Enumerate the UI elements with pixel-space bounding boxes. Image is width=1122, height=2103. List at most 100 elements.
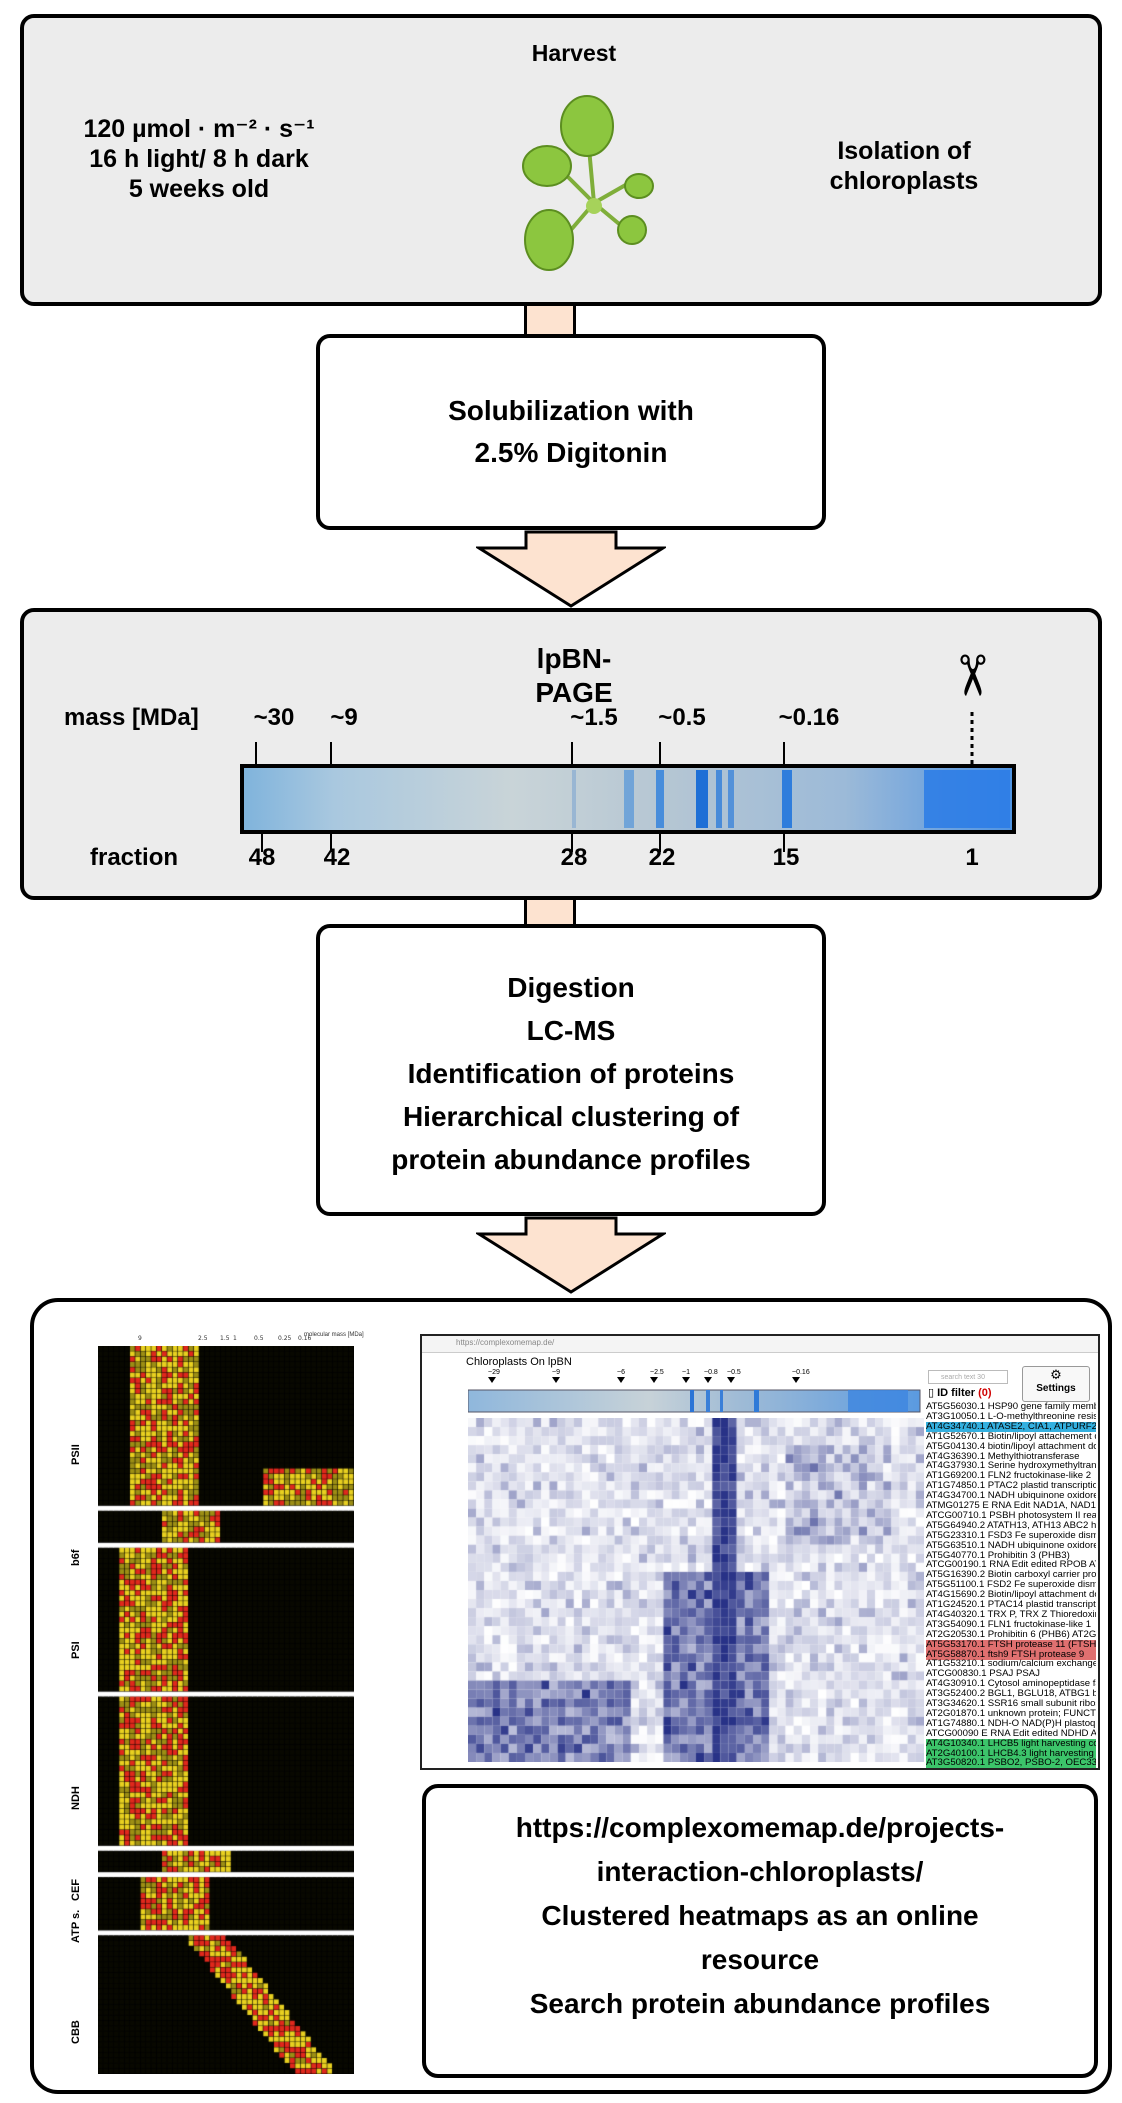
gel-title: lpBN-PAGE <box>535 643 613 708</box>
mass-marker-label: ~29 <box>488 1369 500 1376</box>
protein-list-item[interactable]: AT5G56030.1 HSP90 gene family member <box>926 1402 1096 1412</box>
solubilization-line-1: Solubilization with <box>448 395 694 426</box>
mass-marker-icon <box>792 1377 800 1383</box>
protein-list-item[interactable]: AT4G36390.1 Methylthiotransferase <box>926 1451 1080 1462</box>
protein-list-item[interactable]: AT5G23310.1 FSD3 Fe superoxide dismut <box>926 1530 1096 1541</box>
app-title: Chloroplasts On lpBN <box>466 1356 572 1368</box>
protein-list-item[interactable]: ATCG00710.1 PSBH photosystem II reacti <box>926 1510 1096 1521</box>
mass-marker-label: ~0.5 <box>727 1369 741 1376</box>
resource-url-line-2[interactable]: interaction-chloroplasts/ <box>596 1856 924 1887</box>
protein-list-item[interactable]: AT1G53210.1 sodium/calcium exchanger f <box>926 1659 1096 1670</box>
fraction-axis-label: fraction <box>90 844 179 871</box>
svg-text:1: 1 <box>233 1335 237 1342</box>
mass-marker-label: ~9 <box>552 1369 560 1376</box>
protein-list-item[interactable]: AT3G10050.1 L-O-methylthreonine resista <box>926 1411 1096 1422</box>
mass-label-1-5: ~1.5 <box>570 704 618 731</box>
step-digestion: Digestion <box>507 972 635 1003</box>
complex-group-label: ATP s. <box>70 1909 82 1943</box>
protein-list-item[interactable]: AT5G40770.1 Prohibitin 3 (PHB3) <box>926 1550 1070 1561</box>
condition-light-intensity: 120 µmol · m⁻² · s⁻¹ <box>83 115 315 143</box>
protein-list-item[interactable]: AT4G34700.1 NADH ubiquinone oxidored <box>926 1491 1096 1502</box>
protein-list-item[interactable]: AT5G58870.1 ftsh9 FTSH protease 9 <box>926 1649 1096 1660</box>
mass-label-9: ~9 <box>330 704 358 731</box>
search-input[interactable]: search text 30 <box>928 1370 1008 1384</box>
connector-harvest-solubilization <box>524 306 576 336</box>
protein-list-item[interactable]: ATCG00190.1 RNA Edit edited RPOB ATC <box>926 1560 1096 1571</box>
step-identification: Identification of proteins <box>407 1058 735 1089</box>
complex-group-label: b6f <box>70 1549 82 1566</box>
isolation-label: Isolation of chloroplasts <box>794 136 1014 196</box>
resource-desc-line-3: Search protein abundance profiles <box>529 1988 991 2019</box>
connector-page-digestion <box>524 900 576 926</box>
id-filter-label: ID filter <box>937 1387 976 1399</box>
protein-list-item[interactable]: AT5G63510.1 NADH ubiquinone oxidored <box>926 1540 1096 1551</box>
protein-list-item[interactable]: AT1G74850.1 PTAC2 plastid transcription <box>926 1481 1096 1492</box>
protein-list-item[interactable]: AT4G15690.2 Biotin/lipoyl attachment dom <box>926 1590 1096 1601</box>
mass-marker-icon <box>682 1377 690 1383</box>
id-filter-button[interactable]: ▯ ID filter (0) <box>928 1386 1018 1400</box>
protein-list-item[interactable]: AT1G52670.1 Biotin/lipoyl attachement do… <box>926 1431 1096 1442</box>
complex-group-label: CBB <box>70 2019 82 2044</box>
mass-marker-label: ~0.16 <box>792 1369 810 1376</box>
svg-text:1.5: 1.5 <box>220 1335 230 1342</box>
complex-group-label: NDH <box>70 1786 82 1811</box>
protein-list-item[interactable]: AT5G53170.1 FTSH protease 11 (FTSH11 <box>926 1639 1096 1650</box>
settings-button[interactable]: ⚙ Settings <box>1022 1366 1090 1402</box>
mass-marker-label: ~6 <box>617 1369 625 1376</box>
protein-list-item[interactable]: AT3G34620.1 SSR16 small subunit riboso <box>926 1699 1096 1709</box>
growth-conditions: 120 µmol · m⁻² · s⁻¹ 16 h light/ 8 h dar… <box>54 114 344 204</box>
protein-list-item[interactable]: AT4G30910.1 Cytosol aminopeptidase fam <box>926 1679 1096 1690</box>
resource-url-line-1[interactable]: https://complexomemap.de/projects- <box>515 1812 1005 1843</box>
plant-illustration <box>522 95 654 271</box>
protein-list-item[interactable]: AT1G24520.1 PTAC14 plastid transcription <box>926 1600 1096 1610</box>
protein-list-item[interactable]: ATMG01275 E RNA Edit NAD1A, NAD1, N <box>926 1501 1096 1511</box>
complex-group-label: PSI <box>70 1641 82 1659</box>
protein-list-item[interactable]: AT4G40320.1 TRX P, TRX Z Thioredoxin z <box>926 1609 1096 1620</box>
mass-marker-icon <box>488 1377 496 1383</box>
protein-list-item[interactable]: AT3G50820.1 PSBO2, PSBO-2, OEC33 O <box>926 1758 1096 1769</box>
harvest-title: Harvest <box>531 40 617 66</box>
protein-list-item[interactable]: ATCG00830.1 PSAJ PSAJ <box>926 1669 1040 1680</box>
solubilization-line-2: 2.5% Digitonin <box>474 437 668 468</box>
id-filter-count: (0) <box>978 1387 992 1399</box>
protein-list-item[interactable]: AT5G51100.1 FSD2 Fe superoxide dismut <box>926 1580 1096 1591</box>
protein-list-item[interactable]: AT3G54090.1 FLN1 fructokinase-like 1 <box>926 1619 1092 1630</box>
step-clustering-2: protein abundance profiles <box>391 1144 751 1175</box>
fraction-label-15: 15 <box>772 844 800 871</box>
condition-age: 5 weeks old <box>128 175 270 203</box>
protein-list-item[interactable]: AT1G74880.1 NDH-O NAD(P)H plastoquin <box>926 1718 1096 1729</box>
protein-list-item[interactable]: AT2G40100.1 LHCB4.3 light harvesting co <box>926 1748 1096 1759</box>
lpbn-page-box: lpBN-PAGE mass [MDa] fraction ~30 ~9 ~1.… <box>20 608 1102 900</box>
browser-url[interactable]: https://complexomemap.de/ <box>456 1338 555 1347</box>
protein-list-item[interactable]: AT4G34740.1 ATASE2, CIA1, ATPURF2, A <box>926 1421 1096 1432</box>
protein-list-item[interactable]: AT3G52400.2 BGL1, BGLU18, ATBG1 bet <box>926 1689 1096 1700</box>
browser-address-bar[interactable]: https://complexomemap.de/ <box>422 1336 1098 1353</box>
protein-list-item[interactable]: AT5G04130.4 biotin/lipoyl attachment dom <box>926 1441 1096 1452</box>
processing-box: Digestion LC-MS Identification of protei… <box>316 924 826 1216</box>
protein-list-item[interactable]: AT2G20530.1 Prohibitin 6 (PHB6) AT2G20 <box>926 1629 1096 1640</box>
gear-icon: ⚙ <box>1050 1367 1062 1382</box>
protein-list-item[interactable]: AT4G37930.1 Serine hydroxymethyltransf <box>926 1461 1096 1472</box>
protein-list-item[interactable]: AT4G10340.1 LHCB5 light harvesting com <box>926 1738 1096 1749</box>
protein-list-item[interactable]: AT5G16390.2 Biotin carboxyl carrier prot… <box>926 1570 1096 1581</box>
svg-text:9: 9 <box>138 1335 142 1342</box>
fraction-label-28: 28 <box>560 844 588 871</box>
heatmap-mass-ticks: 9 2.5 1.5 1 0.5 0.25 0.16 <box>138 1335 312 1342</box>
resource-text: https://complexomemap.de/projects- inter… <box>426 1806 1094 2026</box>
resource-box: https://complexomemap.de/projects- inter… <box>422 1784 1098 2078</box>
mass-axis-label: mass [MDa] <box>64 704 199 731</box>
filter-icon: ▯ <box>928 1387 938 1399</box>
protein-list-item[interactable]: ATCG00090 E RNA Edit edited NDHD ATC <box>926 1728 1096 1739</box>
mass-label-0-16: ~0.16 <box>778 704 840 731</box>
step-clustering-1: Hierarchical clustering of <box>402 1101 740 1132</box>
protein-list-item[interactable]: AT1G69200.1 FLN2 fructokinase-like 2 <box>926 1471 1092 1482</box>
protein-list-item[interactable]: AT2G01870.1 unknown protein; FUNCTIO <box>926 1708 1096 1719</box>
mass-marker-icon <box>727 1377 735 1383</box>
abundance-heatmap <box>98 1346 354 2074</box>
protein-list-item[interactable]: AT5G64940.2 ATATH13, ATH13 ABC2 hom <box>926 1520 1096 1531</box>
mass-marker-row: ~29~9~6~2.5~1~0.8~0.5~0.16 <box>488 1369 810 1383</box>
isolation-line-2: chloroplasts <box>829 167 979 195</box>
condition-photoperiod: 16 h light/ 8 h dark <box>89 145 309 173</box>
protein-list-item[interactable]: AT5G66570.1 PSBO-1, OEE1, OEE33, OE <box>926 1768 1096 1770</box>
